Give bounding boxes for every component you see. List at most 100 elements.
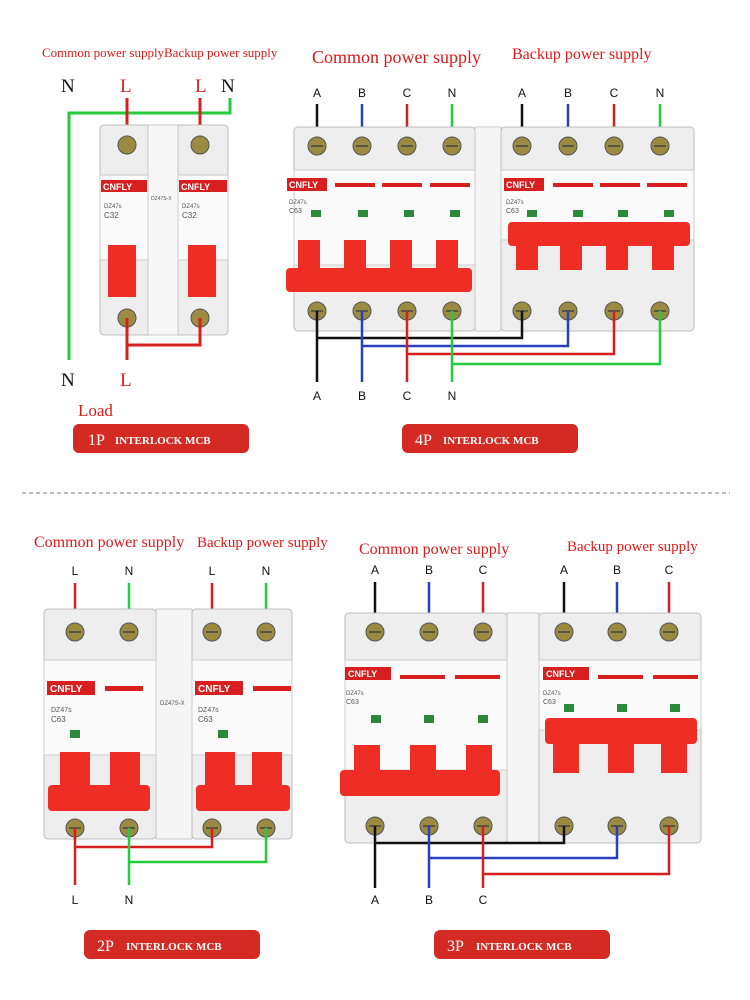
rating-text: C63 (346, 699, 359, 706)
model-text: DZ47s (506, 200, 524, 206)
model-text: DZ47s (346, 691, 364, 697)
bottom-terminal-label: B (425, 893, 433, 907)
handle-1p-right (188, 245, 216, 297)
top-n-label-1p: N (61, 76, 75, 97)
bottom-terminal-label: L (72, 893, 79, 907)
top-terminal-label: N (262, 564, 271, 578)
bottom-n-label-1p: N (61, 370, 75, 391)
brand-logo: CNFLY (546, 669, 575, 679)
handle-bar-2p-right (196, 785, 290, 811)
brand-logo: CNFLY (181, 182, 210, 192)
model-text: DZ47s (51, 707, 72, 714)
banner-num-1p: 1P (88, 432, 105, 449)
top-l-label-1p: L (120, 76, 132, 97)
top-l2-label-1p: L (195, 76, 207, 97)
interlock-model-text: DZ47S-X (160, 701, 185, 707)
banner-2p (84, 930, 260, 959)
top-terminal-label: C (610, 86, 619, 100)
top-terminal-label: N (656, 86, 665, 100)
terminal-screw-icon (190, 135, 210, 155)
handle-bar-4p-left (286, 268, 472, 292)
rating-text: C63 (543, 699, 556, 706)
backup-supply-label-1p: Backup power supply (164, 45, 278, 60)
link-wire (75, 828, 214, 849)
handle-bar-2p-left (48, 785, 150, 811)
bottom-terminal-label: C (403, 389, 412, 403)
model-text: DZ47s (198, 707, 219, 714)
common-supply-label-2p: Common power supply (34, 534, 184, 551)
top-terminal-label: A (313, 86, 321, 100)
banner-4p (402, 424, 578, 453)
brand-logo: CNFLY (289, 180, 318, 190)
top-terminal-label: A (518, 86, 526, 100)
banner-num-2p: 2P (97, 938, 114, 955)
section-1p: Common power supply Backup power supply … (42, 45, 278, 453)
interlock-module-3p (506, 612, 540, 844)
link-wire (407, 311, 616, 356)
link-wire (429, 826, 619, 860)
rating-text: C32 (104, 211, 119, 220)
bottom-terminal-label: A (371, 893, 379, 907)
top-terminal-label: B (564, 86, 572, 100)
common-supply-label-3p: Common power supply (359, 541, 509, 558)
top-terminal-label: A (371, 563, 379, 577)
brand-logo: CNFLY (50, 684, 83, 695)
rating-text: C32 (182, 211, 197, 220)
handle-bar-3p-left (340, 770, 500, 796)
bottom-wires-3p (373, 826, 671, 888)
link-wire (483, 826, 671, 876)
rating-text: C63 (289, 208, 302, 215)
bottom-terminal-label: B (358, 389, 366, 403)
load-label: Load (78, 401, 113, 420)
interlock-module-4p (474, 126, 502, 332)
top-n2-label-1p: N (221, 76, 235, 97)
backup-supply-label-4p: Backup power supply (512, 46, 652, 63)
link-wire (129, 828, 268, 864)
rating-text: C63 (506, 208, 519, 215)
rating-text: C63 (198, 715, 213, 724)
banner-num-3p: 3P (447, 938, 464, 955)
backup-supply-label-3p: Backup power supply (567, 539, 698, 555)
top-terminal-label: B (425, 563, 433, 577)
terminal-screw-icon (117, 135, 137, 155)
brand-logo: CNFLY (103, 182, 132, 192)
link-wire (375, 826, 566, 845)
bottom-wires-4p (315, 311, 662, 382)
neutral-wire-1p (67, 98, 232, 360)
bottom-terminal-label: N (448, 389, 457, 403)
terminal-screws-4p (307, 136, 670, 321)
top-terminal-label: B (613, 563, 621, 577)
output-wire-1p (125, 318, 202, 360)
section-4p: Common power supply Backup power supply … (286, 46, 695, 453)
banner-text-1p: INTERLOCK MCB (115, 435, 211, 447)
banner-3p (434, 930, 610, 959)
section-2p: Common power supply Backup power supply … (34, 534, 328, 959)
model-text: DZ47s (543, 691, 561, 697)
link-wire (317, 311, 524, 340)
model-text: DZ47s (104, 204, 122, 210)
top-terminal-label: C (403, 86, 412, 100)
top-terminal-label: N (125, 564, 134, 578)
banner-text-3p: INTERLOCK MCB (476, 941, 572, 953)
brand-logo: CNFLY (198, 684, 231, 695)
link-wire (362, 311, 570, 348)
model-text: DZ47s (182, 204, 200, 210)
banner-text-4p: INTERLOCK MCB (443, 435, 539, 447)
handle-1p-left (108, 245, 136, 297)
backup-supply-label-2p: Backup power supply (197, 535, 328, 551)
top-terminal-label: N (448, 86, 457, 100)
bottom-terminal-label: C (479, 893, 488, 907)
banner-num-4p: 4P (415, 432, 432, 449)
handle-bar-3p-right (545, 718, 697, 744)
common-supply-label-1p: Common power supply (42, 45, 165, 60)
link-wire (452, 311, 662, 366)
common-supply-label-4p: Common power supply (312, 47, 481, 67)
bottom-terminal-label: N (125, 893, 134, 907)
top-terminal-label: C (665, 563, 674, 577)
rating-text: C63 (51, 715, 66, 724)
